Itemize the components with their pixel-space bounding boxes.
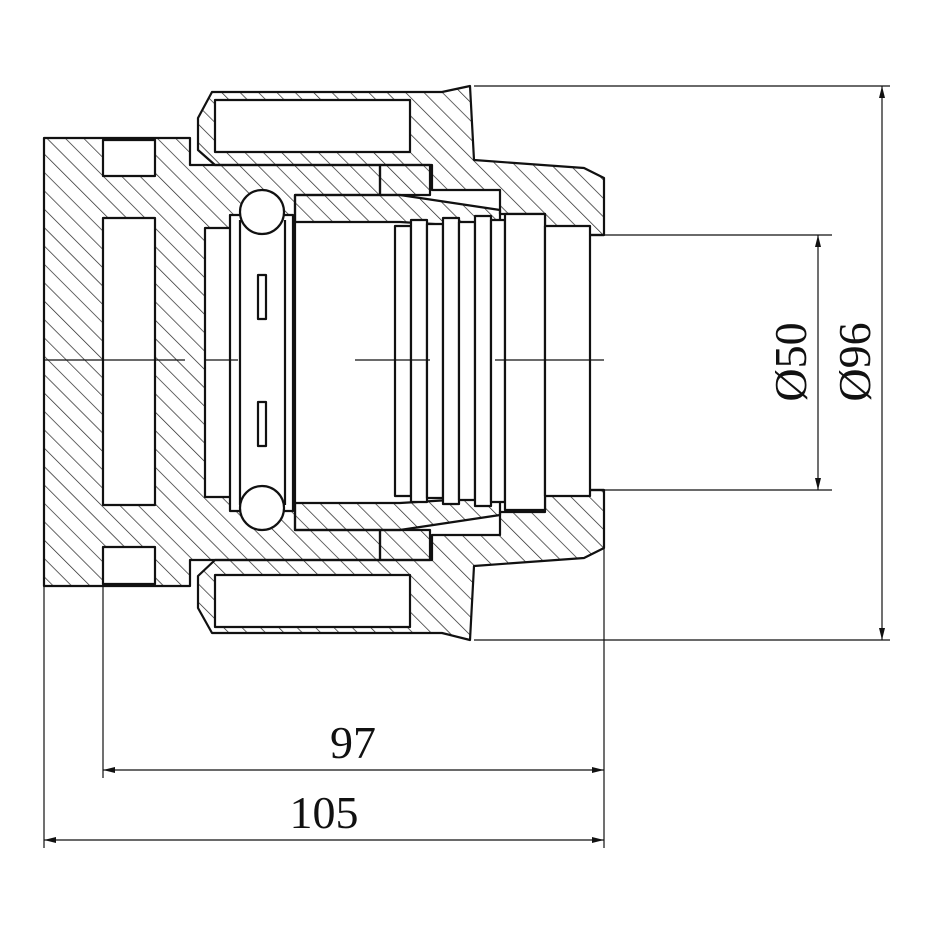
slot-top [256, 273, 268, 321]
sleeve-bottom [293, 495, 502, 532]
dim-outer-diameter: Ø96 [829, 322, 880, 401]
clamp-ring [393, 214, 507, 508]
o-ring-bottom [238, 484, 286, 532]
dim-overall-length: 105 [290, 787, 359, 838]
dimension-lines [43, 85, 890, 848]
o-ring-top [238, 188, 286, 236]
fitting-section [42, 84, 606, 642]
dim-bore-diameter: Ø50 [765, 322, 816, 401]
slot-bottom [256, 400, 268, 448]
dim-inner-length: 97 [330, 717, 376, 768]
nut-bore [503, 212, 547, 512]
